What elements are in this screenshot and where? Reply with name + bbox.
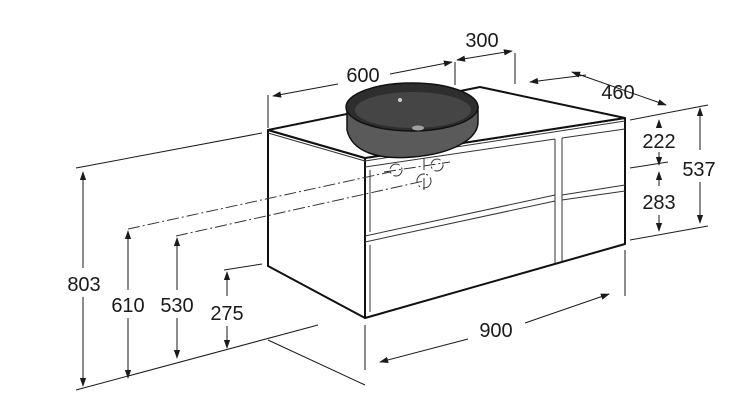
dimension-labels: 600 300 460 222 283 537 803 610 530 275 … [67,30,715,342]
dimension-top-to-drawer: 222 [642,131,675,153]
vanity-cabinet [267,82,626,319]
vessel-basin [345,82,479,159]
dimension-drawer-height: 283 [642,192,675,214]
dimension-basin-width: 600 [346,65,379,87]
dimension-waste-height-610: 610 [111,295,144,317]
waste-centre-lines [127,171,425,237]
dimension-waste-height-530: 530 [160,295,193,317]
dimension-width: 900 [479,320,512,342]
dimension-side-total: 537 [682,159,715,181]
dimension-bottom-clearance: 275 [210,303,243,325]
drawer-fronts [364,128,626,312]
waste-outlet-marks [383,158,451,193]
extension-lines [75,53,709,391]
cabinet-left-side [267,129,366,319]
dimension-total-height: 803 [67,274,100,296]
dimension-lines [79,49,704,387]
dimension-depth: 460 [601,82,634,104]
dimension-basin-offset: 300 [465,30,498,52]
